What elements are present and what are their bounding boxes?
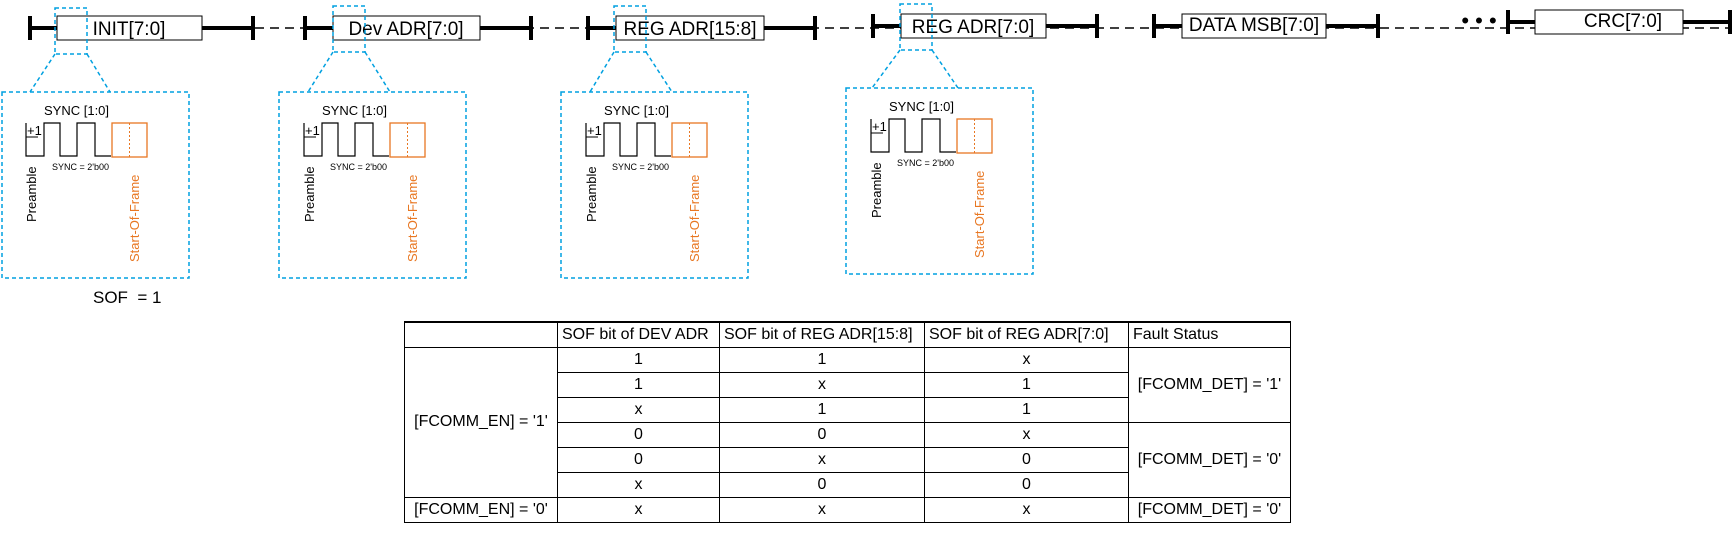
- sync-label: SYNC [1:0]: [322, 103, 387, 118]
- table-header-row: SOF bit of DEV ADR SOF bit of REG ADR[15…: [404, 321, 1291, 348]
- condition-cell: [FCOMM_EN] = '0': [404, 496, 558, 523]
- highlight-marker: [899, 3, 933, 51]
- sync-value: SYNC = 2'b00: [52, 162, 109, 172]
- table-cell: x: [719, 371, 925, 398]
- status-cell: [FCOMM_DET] = '0': [1128, 496, 1291, 523]
- table-cell: x: [924, 421, 1129, 448]
- field-label: DATA MSB[7:0]: [1189, 15, 1319, 36]
- field-label: INIT[7:0]: [93, 19, 166, 40]
- start-of-frame-label: Start-Of-Frame: [127, 175, 142, 262]
- fault-truth-table: SOF bit of DEV ADR SOF bit of REG ADR[15…: [404, 321, 1291, 523]
- plus-one-label: +1: [587, 123, 602, 138]
- table-header-dev-adr: SOF bit of DEV ADR: [557, 321, 720, 348]
- table-header-reg-adr-lo: SOF bit of REG ADR[7:0]: [924, 321, 1129, 348]
- start-of-frame-label: Start-Of-Frame: [687, 175, 702, 262]
- sync-value: SYNC = 2'b00: [897, 158, 954, 168]
- table-row: [FCOMM_EN] = '0' x x x [FCOMM_DET] = '0': [404, 496, 1291, 523]
- sync-waveform: [585, 122, 671, 157]
- frame-field-data-msb: DATA MSB[7:0]: [1152, 13, 1380, 39]
- status-cell: [FCOMM_DET] = '1': [1128, 346, 1291, 423]
- table-row: 0 0 x [FCOMM_DET] = '0': [405, 421, 1291, 498]
- sync-waveform: [25, 122, 111, 157]
- preamble-label: Preamble: [24, 166, 39, 222]
- table-cell: 0: [719, 471, 925, 498]
- sync-value: SYNC = 2'b00: [330, 162, 387, 172]
- detail-box-frame: [845, 87, 1034, 275]
- start-of-frame-label: Start-Of-Frame: [405, 175, 420, 262]
- table-row: [FCOMM_EN] = '1' 1 1 x [FCOMM_DET] = '1': [404, 346, 1291, 498]
- table-cell: x: [719, 446, 925, 473]
- detail-box-frame: [1, 91, 190, 279]
- table-row: x 1 1: [405, 396, 1291, 423]
- table-cell: 0: [719, 421, 925, 448]
- table-cell: 1: [924, 371, 1129, 398]
- detail-box-init: SYNC [1:0] +1 SYNC = 2'b00 Preamble Star…: [1, 7, 190, 279]
- preamble-label: Preamble: [302, 166, 317, 222]
- table-cell: x: [557, 471, 720, 498]
- detail-box-reg-adr-lo: SYNC [1:0] +1 SYNC = 2'b00 Preamble Star…: [845, 3, 1034, 275]
- detail-box-frame: [560, 91, 749, 279]
- highlight-marker: [613, 5, 647, 53]
- table-header-reg-adr-hi: SOF bit of REG ADR[15:8]: [719, 321, 925, 348]
- condition-cell: [FCOMM_EN] = '1': [404, 346, 558, 498]
- highlight-marker: [54, 7, 88, 55]
- frame-field-reg-adr-hi: REG ADR[15:8]: [586, 15, 817, 41]
- table-row: 1 x 1: [405, 371, 1291, 398]
- preamble-label: Preamble: [584, 166, 599, 222]
- detail-box-dev-adr: SYNC [1:0] +1 SYNC = 2'b00 Preamble Star…: [278, 5, 467, 279]
- highlight-marker: [332, 5, 366, 53]
- plus-one-label: +1: [27, 123, 42, 138]
- table-cell: 0: [924, 471, 1129, 498]
- plus-one-label: +1: [872, 119, 887, 134]
- sof-note: SOF = 1: [93, 288, 162, 307]
- table-cell: x: [719, 496, 925, 523]
- detail-box-frame: [278, 91, 467, 279]
- status-cell: [FCOMM_DET] = '0': [1128, 421, 1291, 498]
- table-cell: 1: [557, 346, 720, 373]
- table-header-fault-status: Fault Status: [1128, 321, 1291, 348]
- field-label: Dev ADR[7:0]: [348, 19, 463, 40]
- sync-label: SYNC [1:0]: [44, 103, 109, 118]
- sync-label: SYNC [1:0]: [604, 103, 669, 118]
- table-cell: 1: [719, 396, 925, 423]
- table-cell: 0: [557, 446, 720, 473]
- sync-label: SYNC [1:0]: [889, 99, 954, 114]
- table-cell: 1: [719, 346, 925, 373]
- table-cell: x: [924, 496, 1129, 523]
- table-cell: 1: [557, 371, 720, 398]
- field-label: REG ADR[15:8]: [623, 19, 756, 40]
- table-cell: 0: [924, 446, 1129, 473]
- table-header-blank: [404, 321, 558, 348]
- start-of-frame-label: Start-Of-Frame: [972, 171, 987, 258]
- sync-waveform: [870, 118, 956, 153]
- preamble-label: Preamble: [869, 162, 884, 218]
- frame-field-reg-adr-lo: REG ADR[7:0]: [871, 13, 1099, 39]
- plus-one-label: +1: [305, 123, 320, 138]
- table-cell: 1: [924, 396, 1129, 423]
- sync-waveform: [303, 122, 389, 157]
- table-cell: x: [924, 346, 1129, 373]
- frame-field-crc: CRC[7:0]: [1506, 9, 1732, 35]
- field-label: CRC[7:0]: [1584, 11, 1662, 32]
- detail-box-reg-adr-hi: SYNC [1:0] +1 SYNC = 2'b00 Preamble Star…: [560, 5, 749, 279]
- field-label: REG ADR[7:0]: [912, 17, 1035, 38]
- ellipsis: • • •: [1461, 8, 1496, 33]
- table-cell: x: [557, 496, 720, 523]
- frame-field-dev-adr: Dev ADR[7:0]: [303, 15, 533, 41]
- table-cell: 0: [557, 421, 720, 448]
- sync-value: SYNC = 2'b00: [612, 162, 669, 172]
- frame-field-init: INIT[7:0]: [28, 15, 255, 41]
- table-cell: x: [557, 396, 720, 423]
